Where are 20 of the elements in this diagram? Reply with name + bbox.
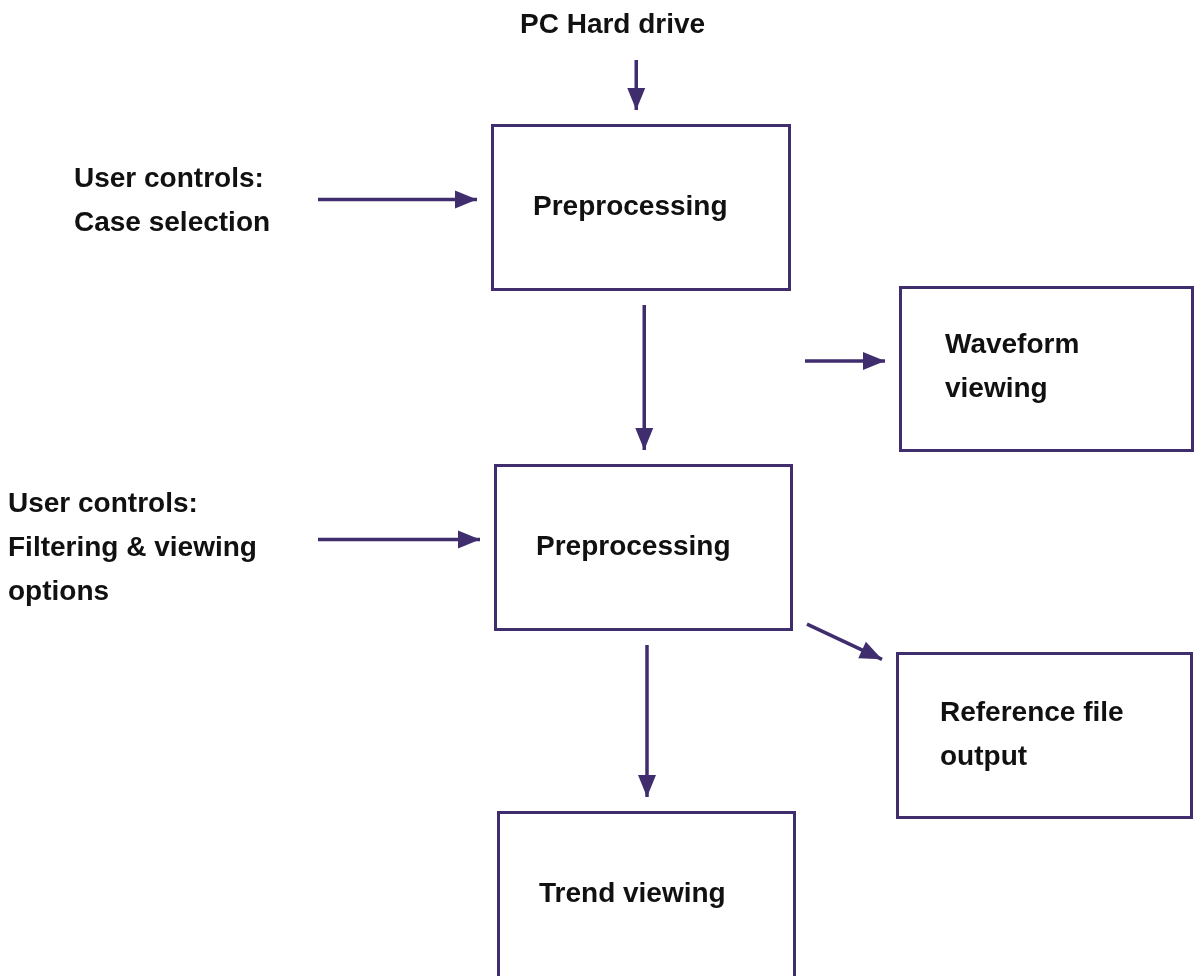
arrow (318, 190, 477, 209)
arrow (638, 645, 656, 797)
process-box (896, 652, 1193, 819)
input-label: PC Hard drive (520, 7, 707, 41)
arrow (318, 530, 480, 549)
arrow (805, 352, 885, 370)
arrow (627, 60, 646, 110)
input-label: User controls: Case selection (74, 161, 272, 239)
process-box (494, 464, 793, 631)
input-label: User controls: Filtering & viewing options (8, 486, 258, 608)
box-label: Preprocessing (533, 189, 729, 223)
process-box (497, 811, 796, 976)
box-label: Trend viewing (539, 876, 727, 910)
process-box (491, 124, 791, 291)
box-label: Waveform viewing (945, 327, 1081, 405)
process-box (899, 286, 1194, 452)
arrow (806, 622, 883, 661)
arrow (635, 305, 654, 450)
box-label: Reference file output (940, 695, 1125, 773)
box-label: Preprocessing (536, 529, 732, 563)
